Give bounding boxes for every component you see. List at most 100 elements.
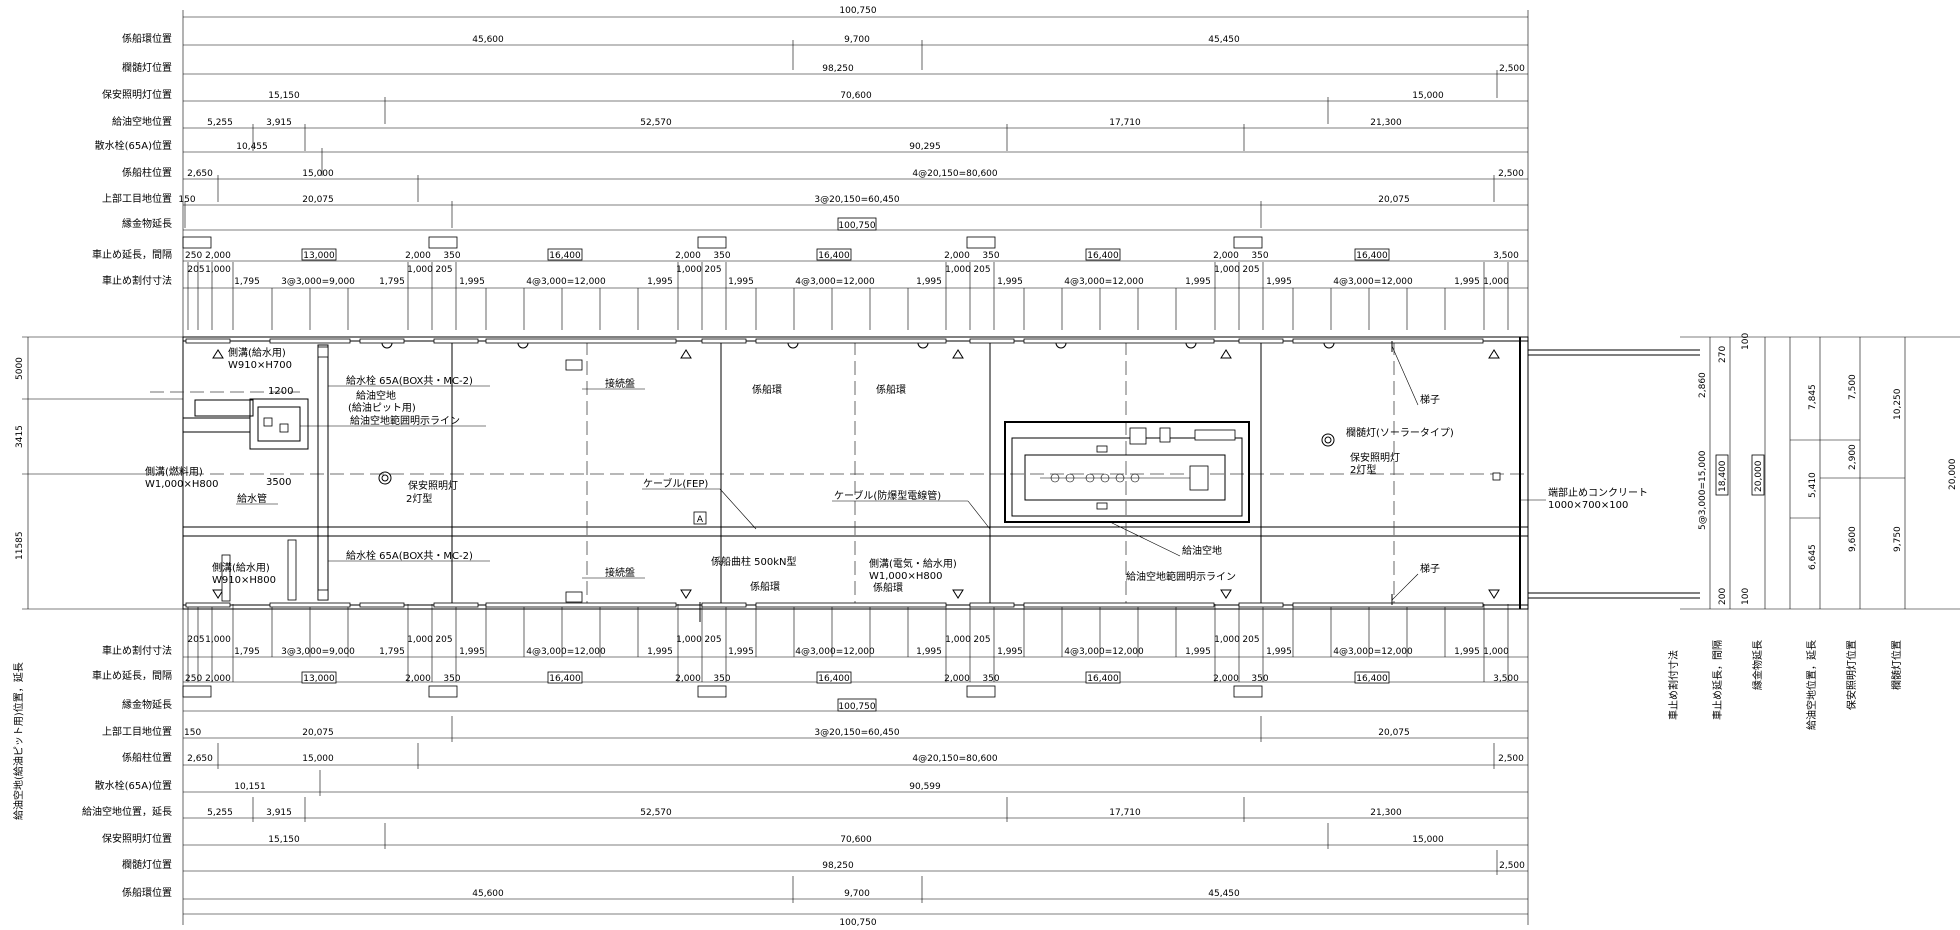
callout-end-stop-size: 1000×700×100 xyxy=(1548,500,1628,511)
right-dim-270: 270 xyxy=(1718,346,1728,363)
dim-value: 1,995 xyxy=(997,647,1023,657)
dim-box xyxy=(966,236,996,249)
dim-value: 3,915 xyxy=(266,808,292,818)
dim-value: 4@3,000=12,000 xyxy=(1333,647,1413,657)
dim-value: 205 xyxy=(187,265,204,275)
row-label: 車止め延長，間隔 xyxy=(92,248,172,261)
dim-value: 2,500 xyxy=(1498,754,1524,764)
dim-value: 3@3,000=9,000 xyxy=(281,277,355,287)
dim-value: 15,000 xyxy=(302,754,334,764)
dim-box xyxy=(1233,236,1263,249)
callout-security-light-r-type: 2灯型 xyxy=(1350,463,1376,476)
right-dim-6645: 6,645 xyxy=(1808,544,1818,570)
row-label: 係船柱位置 xyxy=(122,166,172,179)
junction-box-top xyxy=(565,359,583,371)
dim-value: 1,995 xyxy=(647,277,673,287)
dim-value: 98,250 xyxy=(822,64,854,74)
quay-plan: A xyxy=(150,336,1700,622)
dim-value: 3,500 xyxy=(1493,251,1519,261)
dim-value: 45,450 xyxy=(1208,35,1240,45)
security-light-inner-icon xyxy=(381,474,389,482)
top-row-bollard: 係船柱位置 2,650 15,000 4@20,150=80,600 2,500 xyxy=(122,166,1528,202)
right-label-solar-light: 欄髄灯位置 xyxy=(1890,640,1903,690)
dim-value: 1,995 xyxy=(459,647,485,657)
dim-value: 2,500 xyxy=(1499,64,1525,74)
dim-value: 9,700 xyxy=(844,889,870,899)
dim-value: 4@3,000=12,000 xyxy=(1064,647,1144,657)
fuel-station xyxy=(1004,421,1250,523)
dim-value: 15,150 xyxy=(268,91,300,101)
dim-value: 3@20,150=60,450 xyxy=(814,195,900,205)
fuel-pit xyxy=(249,398,309,450)
pit-valve xyxy=(279,423,289,433)
fuel-station-inner xyxy=(1011,437,1243,517)
dim-value: 52,570 xyxy=(640,118,672,128)
dim-box xyxy=(1354,248,1390,261)
dim-value: 16,400 xyxy=(1356,251,1388,261)
overall-dim-bottom: 100,750 xyxy=(839,918,876,928)
dim-value: 1,995 xyxy=(916,277,942,287)
dim-value: 350 xyxy=(1251,251,1268,261)
wharf-outline xyxy=(182,336,1529,610)
dim-value: 205 xyxy=(973,635,990,645)
callout-supply-pipe: 給水管 xyxy=(237,492,267,505)
top-row-joint: 上部工目地位置 150 20,075 3@20,150=60,450 20,07… xyxy=(102,192,1528,228)
dim-box xyxy=(1233,685,1263,698)
row-label: 欄髄灯位置 xyxy=(122,858,172,871)
dim-value: 205 xyxy=(1242,265,1259,275)
dim-box xyxy=(697,685,727,698)
dim-value: 2,000 xyxy=(205,674,231,684)
dim-value: 1,995 xyxy=(1185,647,1211,657)
bollard-icon xyxy=(1220,589,1232,599)
right-side-dims: 270 2,860 5@3,000=15,000 18,400 20,000 7… xyxy=(1667,333,1960,730)
right-dim-200: 200 xyxy=(1718,588,1728,605)
bottom-row-edge-length: 縁金物延長 100,750 xyxy=(122,698,1528,712)
mooring-ring-icon xyxy=(787,342,799,349)
dim-value: 250 xyxy=(185,251,202,261)
top-row-stop-length: 車止め延長，間隔 250 2,000 13,000 2,000 350 16,4… xyxy=(92,236,1528,262)
dim-value: 16,400 xyxy=(818,251,850,261)
row-label: 係船柱位置 xyxy=(122,751,172,764)
top-row-fuel-space: 給油空地位置 5,255 3,915 52,570 17,710 21,300 xyxy=(112,115,1528,151)
bottom-row-security-light: 保安照明灯位置 15,150 70,600 15,000 xyxy=(102,823,1528,849)
mooring-rings-top xyxy=(381,342,1335,349)
callout-fuel-pit: (給油ピット用) xyxy=(348,401,416,414)
dim-value: 150 xyxy=(184,728,201,738)
callout-fuel-space-2: 給油空地 xyxy=(1182,544,1222,557)
row-label: 保安照明灯位置 xyxy=(102,832,172,845)
dim-value: 3@3,000=9,000 xyxy=(281,647,355,657)
dim-value: 150 xyxy=(178,195,195,205)
dim-box xyxy=(547,671,583,684)
dim-value: 16,400 xyxy=(1356,674,1388,684)
right-label-edge-length: 縁金物延長 xyxy=(1751,640,1764,690)
dim-box xyxy=(182,236,212,249)
row-label: 縁金物延長 xyxy=(122,698,172,711)
dim-1200: 1200 xyxy=(268,386,293,397)
dim-value: 350 xyxy=(982,674,999,684)
dim-value: 1,000 xyxy=(205,265,231,275)
dim-value: 100,750 xyxy=(838,702,875,712)
callout-gutter-fuel: 側溝(燃料用) xyxy=(145,465,203,478)
dim-value: 16,400 xyxy=(818,674,850,684)
bottom-row-stop-layout: 車止め割付寸法 205 1,000 1,795 3@3,000=9,000 1,… xyxy=(102,635,1528,658)
bollard-icon xyxy=(1488,349,1500,359)
dim-value: 1,000 xyxy=(407,635,433,645)
mooring-ring-icon xyxy=(917,342,929,349)
dim-value: 20,075 xyxy=(302,728,334,738)
row-label: 上部工目地位置 xyxy=(102,725,172,738)
row-label: 給油空地位置 xyxy=(112,115,172,128)
callout-end-stop: 端部止めコンクリート xyxy=(1548,486,1648,499)
dim-value: 1,000 xyxy=(1483,647,1509,657)
security-light-icon xyxy=(1321,433,1335,447)
callouts: 側溝(給水用) W910×H700 給水栓 65A(BOX共・MC-2) 給油空… xyxy=(145,345,1648,601)
right-dim-20000: 20,000 xyxy=(1754,460,1764,492)
dim-value: 1,995 xyxy=(647,647,673,657)
callout-mooring-ring-4: 係船環 xyxy=(873,581,903,594)
bottom-row-bollard: 係船柱位置 2,650 15,000 4@20,150=80,600 2,500 xyxy=(122,743,1528,769)
right-label-fuel-space: 給油空地位置，延長 xyxy=(1805,640,1818,730)
dim-value: 4@3,000=12,000 xyxy=(526,647,606,657)
dim-value: 16,400 xyxy=(549,251,581,261)
callout-security-light: 保安照明灯 xyxy=(408,479,458,492)
fuel-station-outline xyxy=(1004,421,1250,523)
right-label-stop-length: 車止め延長，間隔 xyxy=(1711,640,1724,720)
